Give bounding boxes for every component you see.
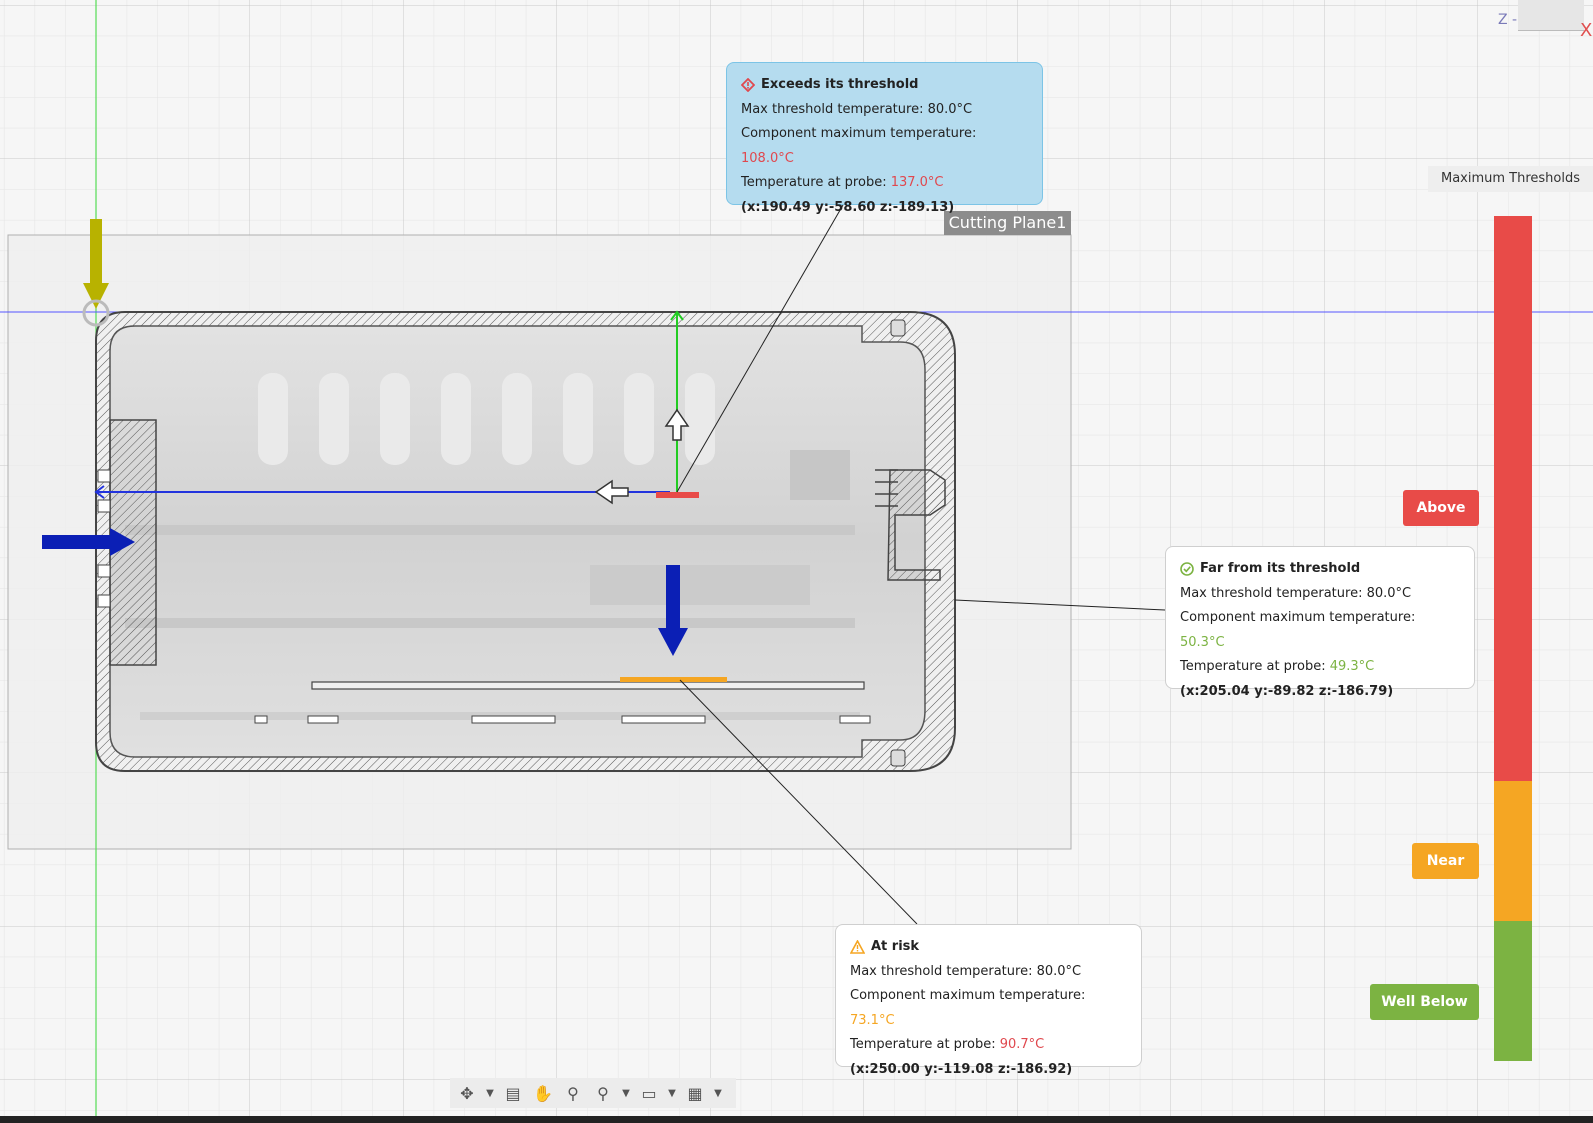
probe-coords: (x:250.00 y:-119.08 z:-186.92) [850,1061,1073,1077]
probe-coords: (x:205.04 y:-89.82 z:-186.79) [1180,683,1394,699]
max-threshold-value: 80.0°C [927,101,973,117]
leader-line-exceeds [676,204,844,493]
legend-bar-near [1494,781,1532,921]
max-threshold-row: Max threshold temperature: 80.0°C [850,960,1127,985]
probe-temp-row: Temperature at probe: 49.3°C [1180,655,1460,680]
probe-title: At risk [871,939,920,954]
probe-title-row: At risk [850,935,1127,960]
leader-line-risk [679,679,918,925]
component-max-row: Component maximum temperature: 108.0°C [741,122,1028,171]
fit-icon[interactable]: ⚲ [597,1083,609,1103]
component-max-value: 108.0°C [741,150,794,166]
max-threshold-label: Max threshold temperature: [1180,585,1363,601]
display-settings-icon[interactable]: ▭ [641,1083,657,1103]
probe-card-exceeds[interactable]: Exceeds its threshold Max threshold temp… [726,62,1043,215]
probe-temp-row: Temperature at probe: 90.7°C [850,1033,1127,1058]
viewcube[interactable] [1518,0,1584,31]
check-circle-icon [1180,562,1194,577]
navigation-toolbar: ✥ ▼ ▤ ✋ ⚲ ⚲ ▼ ▭ ▼ ▦ ▼ [450,1078,736,1108]
component-max-value: 73.1°C [850,1012,895,1028]
fit-dropdown-icon[interactable]: ▼ [622,1087,630,1099]
component-max-row: Component maximum temperature: 73.1°C [850,984,1127,1033]
zoom-icon[interactable]: ⚲ [567,1083,579,1103]
grid-settings-icon[interactable]: ▦ [687,1083,703,1103]
legend-near-button[interactable]: Near [1412,843,1479,879]
probe-title-row: Far from its threshold [1180,557,1460,582]
orbit-dropdown-icon[interactable]: ▼ [486,1087,494,1099]
pan-icon[interactable]: ✋ [533,1083,553,1103]
probe-card-far[interactable]: Far from its threshold Max threshold tem… [1165,546,1475,699]
gravity-arrow[interactable] [82,219,110,327]
probe-temp-value: 137.0°C [890,175,944,190]
probe-title: Exceeds its threshold [761,77,919,92]
component-max-label: Component maximum temperature: [741,126,977,141]
bottom-bar [0,1116,1593,1123]
display-dropdown-icon[interactable]: ▼ [668,1087,676,1099]
viewcube-axis-label: Z - [1498,12,1518,28]
orbit-icon[interactable]: ✥ [460,1083,474,1103]
max-threshold-label: Max threshold temperature: [741,101,924,117]
component-max-value: 50.3°C [1180,634,1225,650]
max-threshold-value: 80.0°C [1366,585,1412,601]
airflow-arrow-down[interactable] [658,565,688,656]
max-threshold-row: Max threshold temperature: 80.0°C [741,98,1028,123]
probe-temp-value: 90.7°C [999,1037,1045,1052]
probe-temp-value: 49.3°C [1329,659,1375,674]
max-threshold-label: Max threshold temperature: [850,963,1033,979]
legend-title: Maximum Thresholds [1428,166,1593,192]
probe-card-at-risk[interactable]: At risk Max threshold temperature: 80.0°… [835,924,1142,1077]
component-max-label: Component maximum temperature: [1180,610,1416,625]
legend-above-button[interactable]: Above [1403,490,1479,526]
cutting-plane-label[interactable]: Cutting Plane1 [944,211,1071,235]
probe-title: Far from its threshold [1200,561,1361,576]
max-threshold-value: 80.0°C [1036,963,1082,979]
component-max-label: Component maximum temperature: [850,988,1086,1003]
viewcube-x-label: X [1580,20,1593,41]
probe-temp-label: Temperature at probe: [850,1037,996,1052]
legend-well-below-button[interactable]: Well Below [1370,984,1479,1020]
probe-temp-label: Temperature at probe: [1180,659,1326,674]
component-section[interactable] [95,311,956,772]
look-at-icon[interactable]: ▤ [505,1083,521,1103]
legend-bar-well-below [1494,921,1532,1061]
component-max-row: Component maximum temperature: 50.3°C [1180,606,1460,655]
airflow-arrow[interactable] [42,528,135,556]
probe-temp-label: Temperature at probe: [741,175,887,190]
legend-bar-above [1494,216,1532,781]
probe-coords: (x:190.49 y:-58.60 z:-189.13) [741,199,955,215]
max-threshold-row: Max threshold temperature: 80.0°C [1180,582,1460,607]
probe-temp-row: Temperature at probe: 137.0°C [741,171,1028,196]
exceeds-warning-icon [741,78,755,93]
probe-title-row: Exceeds its threshold [741,73,1028,98]
warning-triangle-icon [850,940,865,955]
leader-line-far [954,599,1166,611]
probe-triad[interactable] [94,310,699,505]
grid-dropdown-icon[interactable]: ▼ [714,1087,722,1099]
